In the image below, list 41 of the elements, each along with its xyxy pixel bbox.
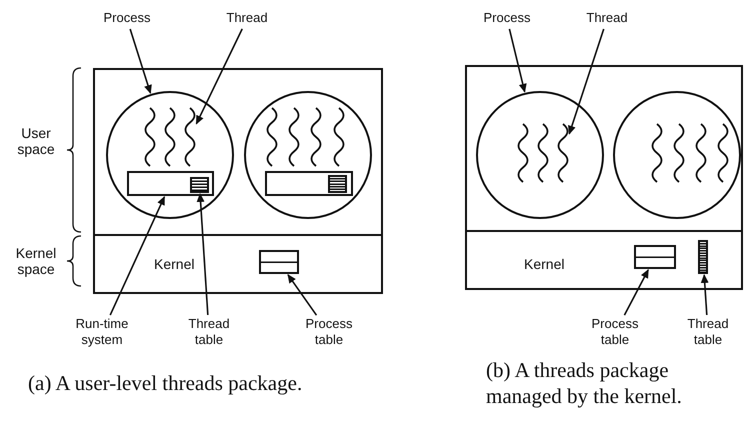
user-space-panel [465, 65, 743, 232]
user-space-panel [93, 68, 383, 236]
thread-table-icon [698, 240, 708, 274]
leader-arrow [568, 28, 604, 135]
callout-label: Run-time system [62, 316, 142, 350]
process-circle [106, 91, 234, 219]
kernel-space-panel [465, 230, 743, 290]
kernel-label: Kernel [524, 256, 564, 272]
callout-label: Process table [583, 316, 647, 350]
thread-table-icon [190, 177, 209, 193]
region-label: Kernel space [14, 245, 58, 277]
callout-label: Thread [212, 10, 282, 28]
process-table-icon [634, 245, 676, 269]
process-circle [244, 91, 372, 219]
leader-arrow [508, 28, 527, 93]
callout-label: Process [472, 10, 542, 28]
kernel-space-panel [93, 234, 383, 294]
leader-arrow [196, 28, 243, 125]
region-label: User space [16, 125, 56, 157]
run-time-system-box [265, 171, 353, 196]
leader-arrow [129, 28, 152, 94]
process-circle [613, 91, 741, 219]
thread-wave-icon [557, 124, 569, 182]
figure-caption: (a) A user-level threads package. [28, 370, 304, 396]
thread-wave-icon [184, 108, 196, 166]
thread-table-icon [328, 175, 347, 193]
leader-arrow [196, 193, 209, 316]
figure-caption: (b) A threads package managed by the kernel. [486, 357, 683, 409]
leader-arrow [700, 274, 709, 316]
run-time-system-box [127, 171, 214, 196]
callout-label: Thread [575, 10, 639, 28]
process-table-icon [259, 250, 299, 274]
process-circle [476, 91, 604, 219]
callout-label: Process table [296, 316, 362, 350]
callout-label: Thread table [678, 316, 738, 350]
callout-label: Process [92, 10, 162, 28]
kernel-label: Kernel [154, 256, 194, 272]
leader-arrow [287, 274, 318, 316]
leader-arrow [109, 196, 166, 316]
callout-label: Thread table [178, 316, 240, 350]
leader-arrow [624, 269, 649, 316]
